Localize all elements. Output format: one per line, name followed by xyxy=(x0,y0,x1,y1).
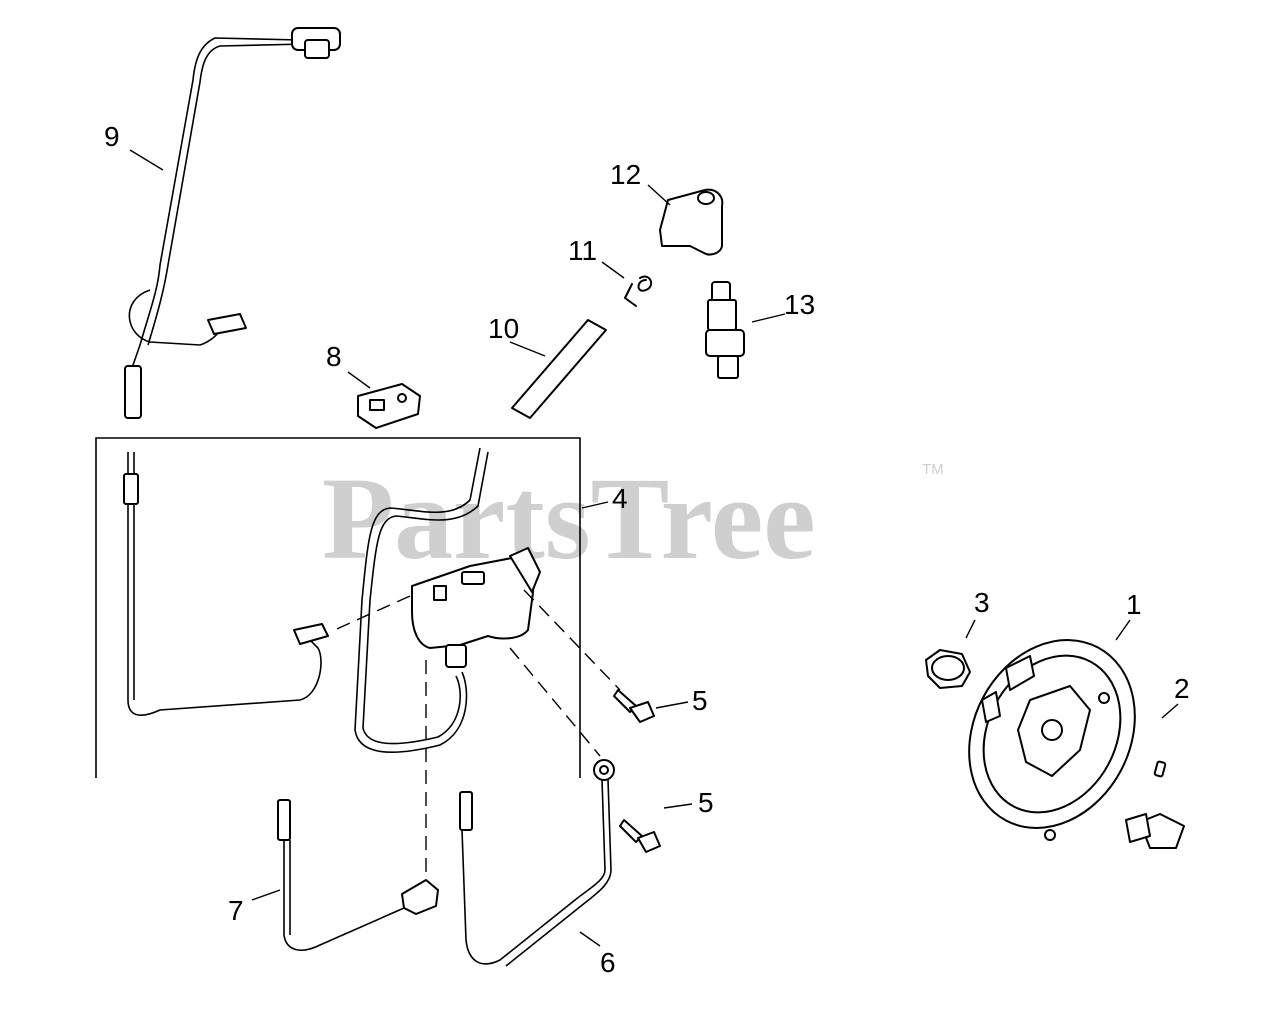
assembly-group-box xyxy=(95,437,581,778)
watermark-text: PartsTree xyxy=(322,453,816,584)
watermark-trademark: TM xyxy=(922,461,944,478)
part-6-ground-wire[interactable] xyxy=(459,759,615,967)
callout-13[interactable]: 13 xyxy=(784,289,815,320)
callout-2[interactable]: 2 xyxy=(1174,673,1190,704)
callout-4[interactable]: 4 xyxy=(612,483,628,514)
part-3-flywheel-nut[interactable] xyxy=(925,649,971,689)
callout-7[interactable]: 7 xyxy=(228,895,244,926)
part-11-spring[interactable] xyxy=(624,275,653,307)
callout-12[interactable]: 12 xyxy=(610,159,641,190)
callout-5-upper[interactable]: 5 xyxy=(692,685,708,716)
callout-8[interactable]: 8 xyxy=(326,341,342,372)
part-1-flywheel[interactable] xyxy=(937,611,1167,857)
part-5-screw-lower[interactable] xyxy=(619,819,661,853)
callout-11[interactable]: 11 xyxy=(568,235,597,266)
part-2-key-and-stud[interactable] xyxy=(1125,760,1185,849)
callout-10[interactable]: 10 xyxy=(488,313,519,344)
callout-6[interactable]: 6 xyxy=(600,947,616,978)
part-10-insulator-strip[interactable] xyxy=(511,319,607,419)
part-13-spark-plug[interactable] xyxy=(705,281,745,379)
callout-1[interactable]: 1 xyxy=(1126,589,1142,620)
part-7-short-lead[interactable] xyxy=(277,799,439,951)
part-5-screw-upper[interactable] xyxy=(613,689,655,723)
part-9-wire-harness[interactable] xyxy=(124,27,341,419)
callout-3[interactable]: 3 xyxy=(974,587,990,618)
leader-lines xyxy=(129,149,1179,947)
part-8-terminal-block[interactable] xyxy=(357,383,421,429)
callout-labels: 9 12 11 13 10 8 4 3 1 2 5 5 7 6 xyxy=(104,121,1190,978)
callout-9[interactable]: 9 xyxy=(104,121,120,152)
part-12-spark-plug-boot[interactable] xyxy=(659,188,724,256)
alignment-lines xyxy=(329,589,621,880)
part-4-ignition-coil-assembly[interactable] xyxy=(123,447,541,753)
callout-5-lower[interactable]: 5 xyxy=(698,787,714,818)
